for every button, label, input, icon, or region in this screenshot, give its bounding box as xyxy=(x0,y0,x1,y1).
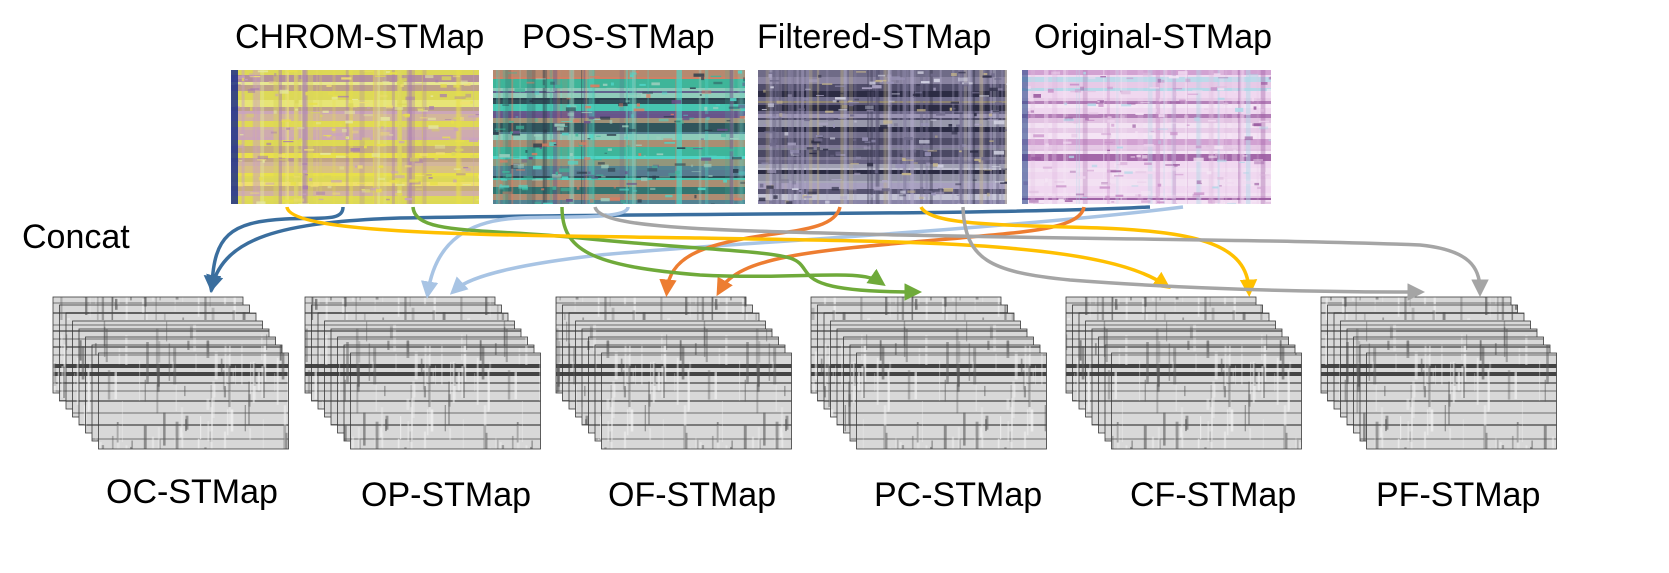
arrow-filtered-to-pf xyxy=(961,206,1425,301)
arrow-pos-to-op xyxy=(420,206,630,299)
chrom-stmap-image xyxy=(231,70,479,204)
oc-stmap-stack xyxy=(52,296,289,450)
arrows-layer xyxy=(203,205,1489,301)
arrow-filtered-to-of xyxy=(659,206,842,297)
filtered-stmap-image xyxy=(758,70,1007,204)
op-stmap-stack xyxy=(304,296,541,450)
of-stmap-stack xyxy=(555,296,792,450)
arrow-filtered-to-cf xyxy=(919,205,1258,297)
arrow-chrom-to-cf xyxy=(285,206,1171,289)
arrow-pos-to-pf xyxy=(593,206,1489,297)
pf-stmap-stack xyxy=(1320,296,1557,450)
top-maps-layer xyxy=(231,70,1271,204)
bottom-stacks-layer xyxy=(52,296,1557,450)
chrom-stmap-label: CHROM-STMap xyxy=(235,18,485,56)
cf-stmap-stack xyxy=(1065,296,1302,450)
pos-stmap-label: POS-STMap xyxy=(522,18,715,56)
concat-label: Concat xyxy=(22,218,130,256)
op-stmap-label: OP-STMap xyxy=(361,476,532,514)
original-stmap-label: Original-STMap xyxy=(1034,18,1273,56)
original-stmap-image xyxy=(1022,70,1271,204)
arrow-chrom-to-oc xyxy=(203,206,345,293)
pf-stmap-label: PF-STMap xyxy=(1376,476,1541,514)
oc-stmap-label: OC-STMap xyxy=(106,473,278,511)
pc-stmap-stack xyxy=(810,296,1047,450)
pos-stmap-image xyxy=(493,70,745,204)
arrow-chrom-to-pc xyxy=(411,206,922,301)
filtered-stmap-label: Filtered-STMap xyxy=(757,18,992,56)
cf-stmap-label: CF-STMap xyxy=(1130,476,1297,514)
arrow-pos-to-pc xyxy=(560,206,886,287)
pc-stmap-label: PC-STMap xyxy=(874,476,1043,514)
of-stmap-label: OF-STMap xyxy=(608,476,777,514)
